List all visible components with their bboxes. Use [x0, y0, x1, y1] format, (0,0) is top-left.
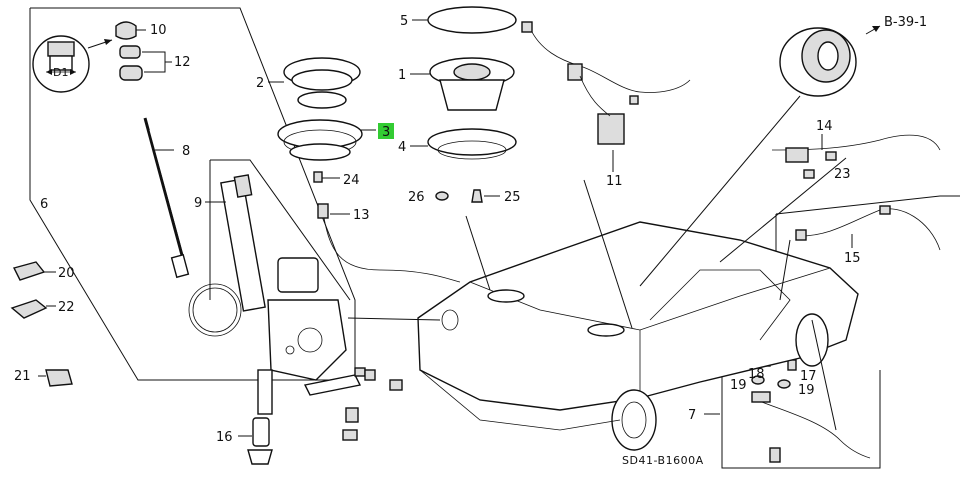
reference-labels: B-39-1 SD41-B1600A	[622, 15, 927, 467]
car-body	[417, 221, 859, 451]
callout-2: 2	[256, 76, 264, 91]
speakers	[410, 6, 517, 160]
callout-16: 16	[216, 430, 233, 445]
callout-11: 11	[606, 174, 623, 189]
callout-7: 7	[688, 408, 696, 423]
speaker-harness-14	[771, 134, 941, 179]
callout-18: 18	[748, 367, 765, 382]
callout-13: 13	[353, 208, 370, 223]
callout-5: 5	[400, 14, 408, 29]
callout-1: 1	[398, 68, 406, 83]
side-clips	[10, 261, 73, 387]
callout-12: 12	[174, 55, 191, 70]
motor-hardware	[303, 367, 403, 441]
speaker-harness-15	[775, 195, 960, 252]
small-fasteners	[435, 189, 500, 203]
leader-lines	[347, 95, 847, 431]
rear-speaker	[779, 25, 881, 97]
callout-8: 8	[182, 144, 190, 159]
d1-inset: D1	[32, 35, 113, 93]
antenna-cable	[317, 203, 461, 283]
wire-harness	[521, 21, 691, 172]
callout-3: 3	[382, 125, 390, 140]
callout-3-highlight	[378, 123, 394, 139]
callout-10: 10	[150, 23, 167, 38]
callout-labels: 10 12 6 8 9 20 22 21 16 2 3 24 13 5 1 4 …	[14, 14, 861, 445]
callout-4: 4	[398, 140, 406, 155]
callout-26: 26	[408, 190, 425, 205]
callout-22: 22	[58, 300, 75, 315]
callout-20: 20	[58, 266, 75, 281]
antenna-mast	[143, 117, 242, 337]
callout-15: 15	[844, 251, 861, 266]
callout-9: 9	[194, 196, 202, 211]
d1-label: D1	[53, 66, 68, 79]
callout-21: 21	[14, 369, 31, 384]
speaker-rings	[268, 57, 376, 183]
callout-6: 6	[40, 197, 48, 212]
callout-14: 14	[816, 119, 833, 134]
callout-17: 17	[800, 369, 817, 384]
reference-code: B-39-1	[884, 15, 927, 30]
callout-19-right: 19	[798, 383, 815, 398]
callout-24: 24	[343, 173, 360, 188]
diagram-code: SD41-B1600A	[622, 454, 704, 467]
callout-25: 25	[504, 190, 521, 205]
antenna-base	[238, 369, 273, 465]
callout-23: 23	[834, 167, 851, 182]
antenna-motor	[205, 159, 351, 381]
grommet-parts	[115, 21, 172, 81]
callout-19-left: 19	[730, 378, 747, 393]
